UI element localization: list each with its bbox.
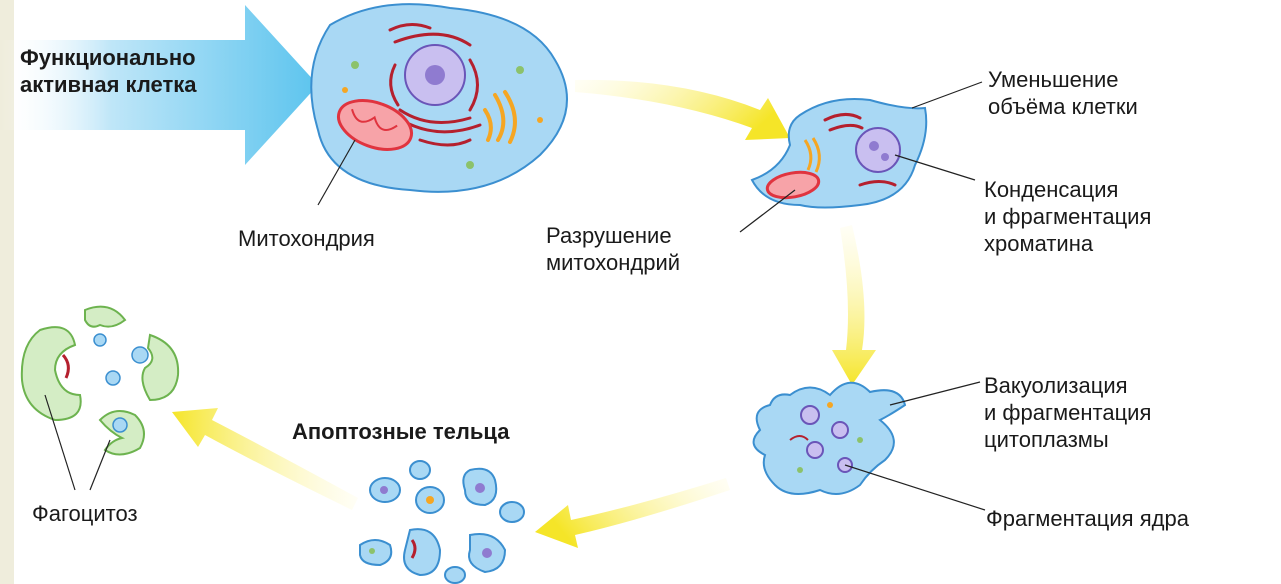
apoptotic-bodies-label: Апоптозные тельца [292,418,509,445]
chromatin-condensation-label: Конденсация и фрагментация хроматина [984,176,1151,257]
functional-cell-label: Функционально активная клетка [20,44,196,98]
mitochondria-label: Митохондрия [238,225,375,252]
flow-arrow-2 [832,225,876,385]
shrinking-cell [752,99,926,208]
flow-arrow-1 [575,80,790,140]
flow-arrow-3 [535,478,730,548]
apoptotic-bodies [360,461,524,583]
nucleolus [425,65,445,85]
volume-decrease-label: Уменьшение объёма клетки [988,66,1138,120]
phagocytes [22,307,178,455]
phagocytosis-label: Фагоцитоз [32,500,138,527]
functional-cell [311,4,567,192]
mito-destruction-label: Разрушение митохондрий [546,222,680,276]
vacuolization-label: Вакуолизация и фрагментация цитоплазмы [984,372,1151,453]
nucleus-fragmentation-label: Фрагментация ядра [986,505,1189,532]
condensed-nucleus [856,128,900,172]
